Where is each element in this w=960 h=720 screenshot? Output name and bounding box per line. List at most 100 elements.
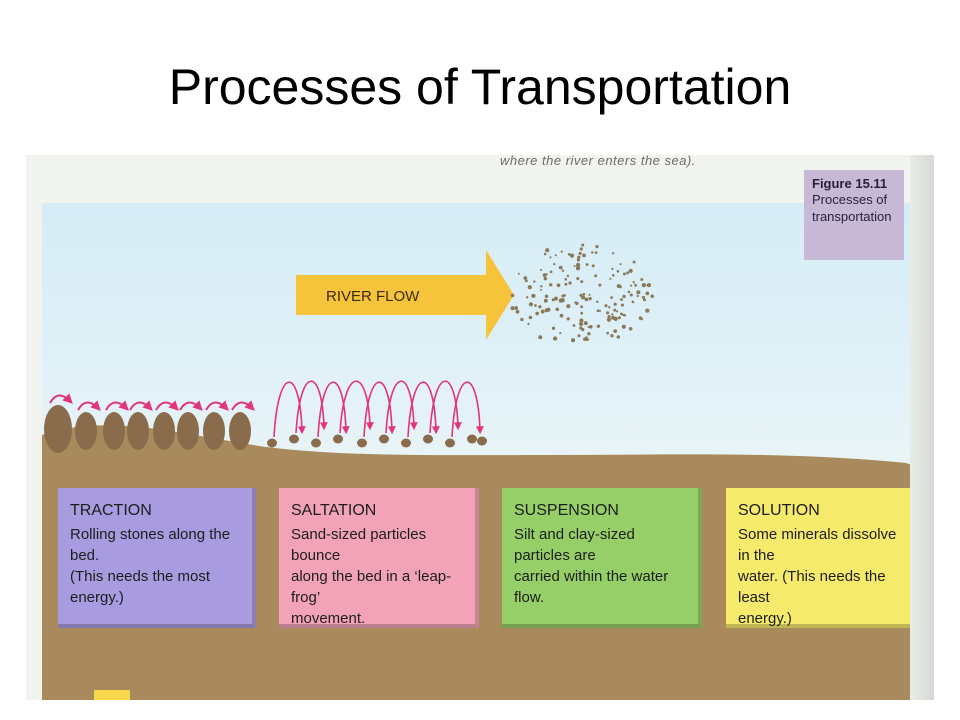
saltation-particle — [477, 436, 487, 446]
suspension-particle — [531, 294, 535, 298]
suspension-particle — [616, 270, 620, 273]
river-flow-label: RIVER FLOW — [326, 288, 420, 305]
suspension-particle — [610, 296, 613, 299]
suspension-particle — [610, 334, 614, 338]
saltation-arrow — [339, 380, 374, 434]
suspension-particle — [638, 291, 641, 294]
suspension-particle — [642, 298, 647, 302]
suspension-particle — [543, 252, 547, 256]
saltation-particles — [267, 380, 487, 448]
suspension-particle — [609, 277, 612, 280]
saltation-particle — [333, 434, 343, 444]
suspension-particle — [553, 262, 556, 266]
saltation-particle — [467, 434, 477, 444]
process-box-suspension: SUSPENSION Silt and clay-sized particles… — [502, 488, 702, 628]
suspension-particle — [561, 269, 565, 272]
suspension-particle — [606, 317, 612, 322]
saltation-arrow — [295, 380, 328, 434]
suspension-particle — [567, 252, 571, 256]
suspension-particle — [576, 276, 580, 281]
suspension-particle — [612, 274, 615, 277]
suspension-particle — [598, 283, 602, 287]
suspension-particle — [588, 324, 593, 329]
suspension-particles — [510, 243, 654, 343]
process-box-saltation: SALTATION Sand-sized particles bounce al… — [279, 488, 479, 628]
suspension-particle — [627, 290, 631, 294]
traction-stone — [127, 412, 149, 450]
traction-stone — [229, 412, 251, 450]
suspension-particle — [543, 276, 548, 281]
traction-arrow — [155, 400, 179, 411]
saltation-particle — [289, 434, 299, 444]
suspension-particle — [582, 292, 586, 296]
suspension-particle — [580, 295, 586, 300]
suspension-particle — [619, 263, 622, 266]
suspension-particle — [579, 318, 584, 323]
process-desc-line: carried within the water flow. — [514, 568, 669, 606]
traction-stone — [177, 412, 199, 450]
traction-arrow — [49, 393, 73, 404]
suspension-particle — [577, 334, 581, 338]
suspension-particle — [587, 325, 590, 329]
suspension-particle — [544, 294, 549, 298]
suspension-particle — [575, 262, 581, 268]
suspension-particle — [622, 314, 625, 317]
process-desc-line: Silt and clay-sized particles are — [514, 526, 635, 564]
suspension-particle — [559, 331, 562, 335]
suspension-particle — [549, 256, 552, 259]
suspension-particle — [524, 279, 528, 283]
suspension-particle — [549, 270, 553, 274]
traction-stone — [153, 412, 175, 450]
suspension-particle — [538, 305, 542, 309]
process-title-suspension: SUSPENSION — [514, 502, 619, 519]
process-desc-line: (This needs the most energy.) — [70, 568, 211, 606]
suspension-particle — [634, 283, 637, 287]
traction-stone — [75, 412, 97, 450]
suspension-particle — [517, 272, 520, 275]
suspension-particle — [568, 281, 572, 285]
suspension-particle — [650, 294, 654, 298]
saltation-arrow — [451, 381, 484, 438]
suspension-particle — [628, 327, 633, 331]
traction-arrow — [105, 400, 129, 411]
process-desc-line: energy.) — [738, 610, 792, 627]
suspension-particle — [554, 296, 558, 301]
suspension-particle — [564, 278, 568, 281]
suspension-particle — [596, 324, 601, 328]
suspension-particle — [606, 311, 610, 315]
saltation-particle — [311, 438, 321, 448]
saltation-arrow — [273, 381, 306, 438]
suspension-particle — [616, 335, 621, 339]
suspension-particle — [611, 252, 615, 255]
suspension-particle — [540, 268, 543, 271]
suspension-particle — [545, 273, 548, 276]
suspension-particle — [560, 298, 565, 303]
saltation-arrow — [363, 381, 396, 438]
suspension-particle — [514, 305, 518, 309]
process-desc-line: water. (This needs the least — [738, 568, 886, 606]
traction-arrow — [231, 400, 255, 411]
suspension-particle — [586, 338, 590, 341]
suspension-particle — [613, 302, 617, 306]
suspension-particle — [573, 264, 576, 268]
process-box-solution: SOLUTION Some minerals dissolve in the w… — [726, 488, 916, 628]
suspension-particle — [588, 293, 591, 296]
suspension-particle — [607, 314, 611, 319]
saltation-particle — [357, 438, 367, 448]
figure-number: Figure 15.11 — [812, 176, 888, 191]
suspension-particle — [613, 329, 618, 333]
suspension-particle — [555, 307, 560, 312]
river-flow-arrow: RIVER FLOW — [296, 250, 514, 340]
suspension-particle — [549, 283, 553, 287]
suspension-particle — [510, 306, 515, 311]
suspension-particle — [554, 254, 557, 257]
suspension-particle — [540, 288, 543, 291]
figure-transportation-processes: where the river enters the sea). RIVER F… — [26, 155, 934, 700]
process-title-solution: SOLUTION — [738, 502, 820, 519]
suspension-particle — [572, 324, 576, 327]
traction-arrow — [77, 400, 101, 411]
suspension-particle — [579, 326, 583, 330]
traction-arrow — [179, 400, 203, 411]
suspension-particle — [608, 306, 611, 309]
suspension-particle — [528, 315, 533, 320]
